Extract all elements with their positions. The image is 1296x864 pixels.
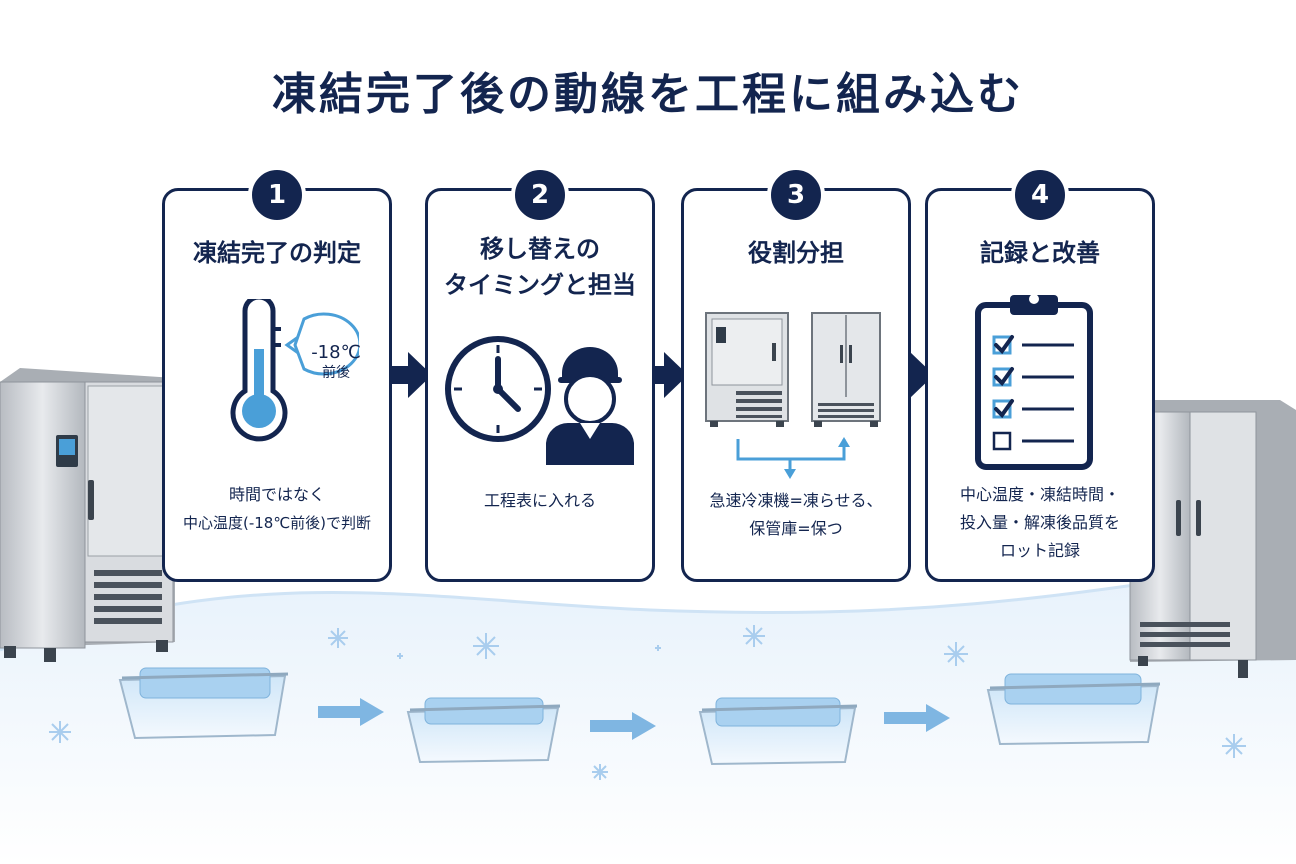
step-number-badge: 2 bbox=[511, 166, 569, 224]
floor-wave-edge bbox=[0, 558, 1296, 652]
tray-icon bbox=[406, 697, 561, 764]
step-card-2: 2 移し替えの タイミングと担当 工程表に入れる bbox=[425, 166, 655, 582]
tray-flow-arrow bbox=[318, 698, 950, 740]
step-description: 時間ではなく 中心温度(-18℃前後)で判断 bbox=[182, 485, 372, 532]
tray-icon bbox=[118, 667, 289, 740]
step-arrow-icon bbox=[640, 352, 688, 398]
step-description: 工程表に入れる bbox=[483, 491, 596, 510]
storage-freezer-icon bbox=[811, 312, 881, 427]
thermometer-icon bbox=[230, 299, 359, 442]
clock-icon bbox=[445, 336, 551, 442]
step-number-badge: 1 bbox=[248, 166, 306, 224]
step-title: 記録と改善 bbox=[980, 239, 1100, 267]
page-title: 凍結完了後の動線を工程に組み込む bbox=[272, 69, 1024, 120]
temperature-bubble: -18℃ 前後 bbox=[311, 342, 361, 382]
tray-icon bbox=[698, 697, 858, 766]
step-card-3: 3 役割分担 急速冷凍機=凍らせる、 保管庫=保つ bbox=[681, 166, 911, 582]
left-blast-freezer-icon bbox=[0, 368, 175, 662]
step-title: 凍結完了の判定 bbox=[193, 239, 361, 267]
floor-wave bbox=[0, 560, 1296, 864]
step-number-badge: 4 bbox=[1011, 166, 1069, 224]
step-description: 急速冷凍機=凍らせる、 保管庫=保つ bbox=[709, 491, 883, 538]
snowflake-icon bbox=[49, 625, 1246, 780]
tray-icon bbox=[986, 673, 1161, 746]
step-title: 役割分担 bbox=[748, 239, 844, 267]
step-description: 中心温度・凍結時間・ 投入量・解凍後品質を ロット記録 bbox=[959, 485, 1120, 560]
clipboard-checklist-icon bbox=[975, 294, 1093, 470]
step-arrow-icon bbox=[384, 352, 432, 398]
worker-icon bbox=[546, 347, 634, 465]
step-card-1: 1 凍結完了の判定 -18℃ 前後 時間ではなく 中心温度(-18℃前後)で判断 bbox=[162, 166, 392, 582]
step-number-badge: 3 bbox=[767, 166, 825, 224]
step-card-4: 4 記録と改善 中心温度・凍結時間・ 投入量・解凍後品質を ロット記録 bbox=[925, 166, 1155, 582]
step-title: 移し替えの タイミングと担当 bbox=[444, 235, 636, 299]
transfer-flow-arrow bbox=[736, 437, 850, 479]
blast-freezer-icon bbox=[705, 312, 789, 427]
